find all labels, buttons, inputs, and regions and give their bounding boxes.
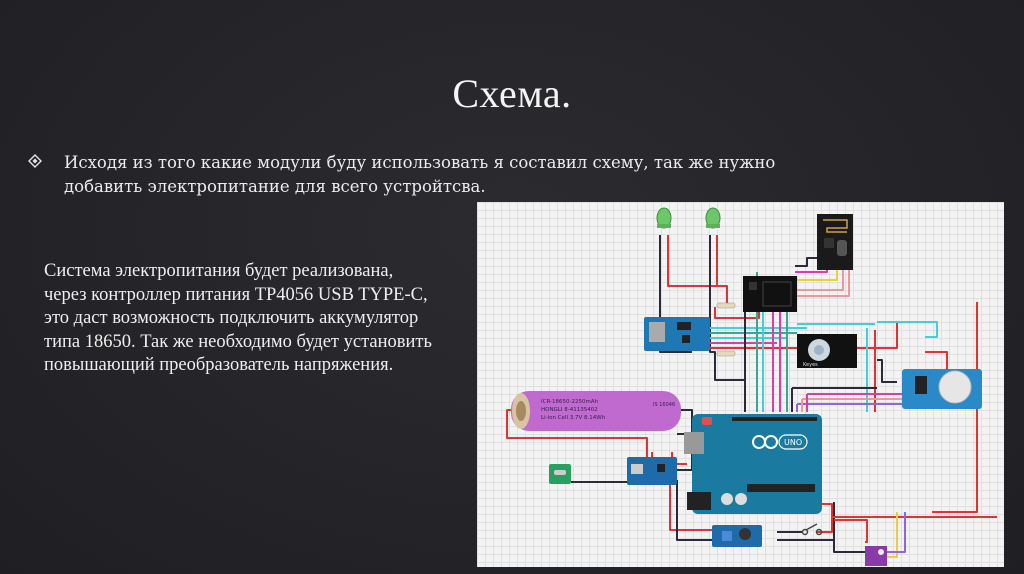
led-1: [656, 207, 672, 229]
rotary-encoder: Keyes: [797, 334, 857, 368]
bullet-text: Исходя из того какие модули буду использ…: [64, 153, 776, 196]
svg-text:ICR-18650-2250mAh: ICR-18650-2250mAh: [541, 399, 599, 405]
nrf24-module: [817, 214, 853, 270]
boost-converter: [712, 525, 762, 547]
diamond-bullet-icon: [28, 154, 46, 168]
paragraph-line: Система электропитания будет реализована…: [44, 261, 394, 281]
switch: [801, 523, 823, 536]
bullet-item: Исходя из того какие модули буду использ…: [28, 151, 848, 199]
arduino-uno: UNO: [684, 414, 822, 514]
svg-text:Li-ion Cell 3.7V 8.14Wh: Li-ion Cell 3.7V 8.14Wh: [541, 415, 606, 421]
resistor-1: [716, 302, 736, 309]
tp4056-charger: [627, 457, 677, 485]
bme280-sensor: [865, 546, 887, 566]
arduino-label: UNO: [784, 438, 802, 447]
power-description: Система электропитания будет реализована…: [44, 260, 474, 378]
slide-title: Схема.: [452, 71, 572, 116]
resistor-2: [716, 350, 736, 357]
svg-text:HONGLI 8-41135402: HONGLI 8-41135402: [541, 407, 598, 413]
rtc-module: [902, 369, 982, 409]
usb-typec-breakout: [549, 464, 571, 484]
circuit-svg: Keyes ICR-18650-2250mAh HONGLI 8-4113540…: [506, 207, 997, 566]
battery-18650: ICR-18650-2250mAh HONGLI 8-41135402 Li-i…: [511, 391, 681, 431]
paragraph-line: это даст возможность подключить аккумуля…: [44, 308, 419, 328]
svg-text:IS 16046: IS 16046: [653, 402, 675, 408]
paragraph-line: через контроллер питания TP4056 USB TYPE…: [44, 284, 428, 305]
paragraph-line: повышающий преобразователь напряжения.: [44, 355, 394, 375]
circuit-diagram: Keyes ICR-18650-2250mAh HONGLI 8-4113540…: [477, 202, 1004, 567]
sd-card-module: [644, 317, 710, 351]
led-2: [705, 207, 721, 229]
encoder-label: Keyes: [803, 362, 818, 368]
nrf-adapter: [743, 276, 797, 312]
paragraph-line: типа 18650. Так же необходимо будет уста…: [44, 331, 432, 352]
